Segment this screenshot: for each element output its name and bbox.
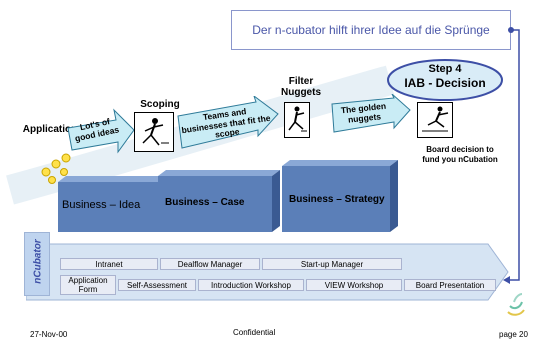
block-idea-label: Business – Idea xyxy=(62,199,141,211)
step4-label: Step 4 xyxy=(428,63,462,75)
tool-dealflow-manager: Dealflow Manager xyxy=(160,258,260,270)
step4-ellipse xyxy=(387,59,503,101)
ncubator-label-box xyxy=(24,232,50,296)
footer-confidential: Confidential xyxy=(233,328,276,337)
footer-page-number: page 20 xyxy=(499,330,528,339)
filter-figure-image xyxy=(284,102,310,138)
scoping-figure-image xyxy=(134,112,174,152)
runner-figure-icon xyxy=(142,118,169,146)
callout-text: Der n-cubator hilft ihrer Idee auf die S… xyxy=(252,23,490,37)
tool-startup-manager: Start-up Manager xyxy=(262,258,402,270)
tool-board-presentation: Board Presentation xyxy=(404,279,496,291)
stage-scoping-label: Scoping xyxy=(140,99,180,110)
board-decision-label: Board decision to fund you nCubation xyxy=(422,145,498,164)
iab-decision-label: IAB - Decision xyxy=(404,76,486,90)
ncubator-label: nCubator xyxy=(32,239,44,284)
lightbulbs-icon xyxy=(41,153,71,184)
business-blocks xyxy=(58,160,398,232)
tool-application-form: Application Form xyxy=(60,275,116,295)
arrow-teams xyxy=(177,96,279,149)
arrow-golden xyxy=(331,94,411,133)
block-strategy-label: Business – Strategy xyxy=(289,194,385,205)
block-case-label: Business – Case xyxy=(165,197,245,208)
step4-figure-image xyxy=(417,102,453,138)
callout-box: Der n-cubator hilft ihrer Idee auf die S… xyxy=(231,10,511,50)
tool-self-assessment: Self-Assessment xyxy=(118,279,196,291)
ncubator-logo-icon xyxy=(507,293,525,316)
arrow-good-ideas xyxy=(67,108,135,154)
tool-introduction-workshop: Introduction Workshop xyxy=(198,279,304,291)
callout-connector xyxy=(503,29,520,284)
hurdler-figure-icon xyxy=(288,106,307,132)
jumper-figure-icon xyxy=(422,106,449,132)
tool-view-workshop: VIEW Workshop xyxy=(306,279,402,291)
stage-application-label: Application xyxy=(22,124,78,135)
stage-filter-label: Filter Nuggets xyxy=(281,76,321,98)
tool-intranet: Intranet xyxy=(60,258,158,270)
footer-date: 27-Nov-00 xyxy=(30,330,68,339)
